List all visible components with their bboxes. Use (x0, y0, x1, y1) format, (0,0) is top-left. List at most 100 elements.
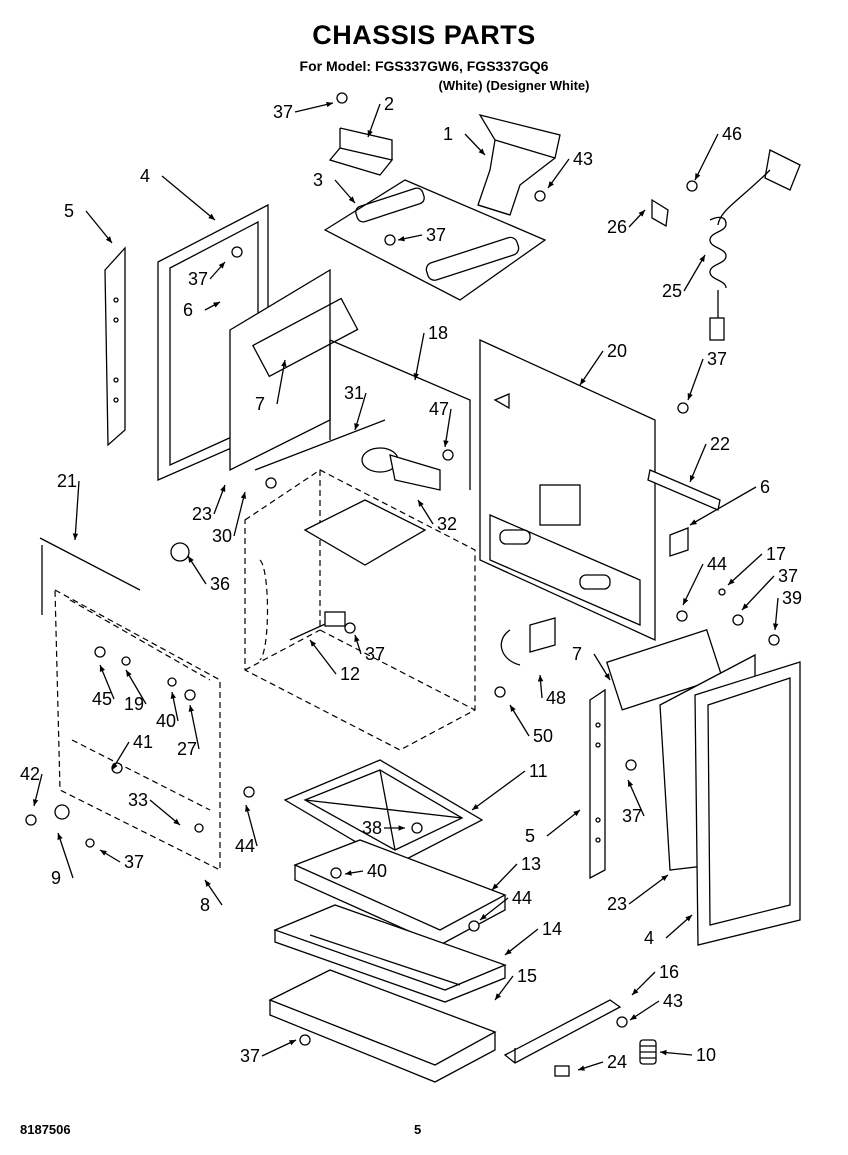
callout-number: 44 (707, 554, 727, 574)
leader-line (233, 491, 246, 537)
leader-line (57, 832, 74, 879)
leader-arrowhead (289, 1040, 296, 1046)
callout-number: 37 (365, 644, 385, 664)
leader-arrowhead (632, 988, 639, 995)
callout-number: 5 (525, 826, 535, 846)
callout-number: 37 (426, 225, 446, 245)
leader-arrowhead (345, 870, 352, 876)
callout-leader-lines (32, 101, 779, 1071)
leader-line (276, 359, 286, 405)
leader-arrowhead (604, 673, 610, 680)
callout-number: 37 (273, 102, 293, 122)
leader-arrowhead (354, 635, 360, 642)
part-bottom-panel (268, 969, 497, 1083)
leader-arrowhead (205, 880, 211, 887)
callout-number: 39 (782, 588, 802, 608)
part-leveling-rail (503, 999, 622, 1064)
leader-arrowhead (418, 500, 424, 507)
leader-line (471, 770, 526, 811)
callout-number: 37 (707, 349, 727, 369)
leader-arrowhead (354, 423, 360, 430)
part-clip (554, 1065, 570, 1077)
callout-number: 40 (156, 711, 176, 731)
callout-number: 11 (529, 761, 548, 781)
part-storage-drawer (273, 904, 507, 1003)
leader-line (189, 704, 200, 750)
callout-number: 16 (659, 962, 679, 982)
part-rear-rail (647, 469, 721, 511)
color-line: (White) (Designer White) (438, 78, 590, 93)
callout-number: 6 (183, 300, 193, 320)
callout-number: 43 (663, 991, 683, 1011)
leader-line (161, 175, 216, 221)
leader-line (689, 486, 757, 526)
callout-number: 20 (607, 341, 627, 361)
leader-line (687, 358, 704, 401)
leader-arrowhead (208, 213, 215, 220)
callout-number: 15 (517, 966, 537, 986)
callout-number: 7 (255, 394, 265, 414)
callout-number: 44 (235, 836, 255, 856)
part-front-frame (39, 537, 221, 871)
leader-arrowhead (240, 492, 247, 499)
part-oven-cavity (244, 469, 476, 751)
leader-line (628, 874, 669, 905)
leader-arrowhead (689, 475, 696, 482)
leader-arrowhead (281, 360, 287, 367)
callout-number: 2 (384, 94, 394, 114)
callout-number: 5 (64, 201, 74, 221)
callout-number: 10 (696, 1045, 716, 1065)
leader-arrowhead (367, 130, 373, 137)
callout-number: 4 (140, 166, 150, 186)
leader-arrowhead (170, 692, 176, 699)
callout-number: 26 (607, 217, 627, 237)
callout-number: 37 (124, 852, 144, 872)
callout-number: 23 (192, 504, 212, 524)
leader-arrowhead (661, 875, 668, 882)
document-number: 8187506 (20, 1122, 71, 1137)
callout-number: 43 (573, 149, 593, 169)
leader-arrowhead (495, 993, 502, 1000)
callout-number: 48 (546, 688, 566, 708)
callout-number: 38 (362, 818, 382, 838)
leader-arrowhead (99, 665, 105, 672)
leader-arrowhead (443, 440, 449, 447)
leader-arrowhead (492, 883, 499, 890)
leader-arrowhead (510, 705, 516, 712)
leader-arrowhead (398, 236, 405, 242)
leader-arrowhead (505, 948, 512, 955)
leader-arrowhead (413, 373, 419, 380)
leader-arrowhead (480, 913, 487, 920)
leader-line (689, 443, 707, 483)
callout-number: 3 (313, 170, 323, 190)
callout-number: 25 (662, 281, 682, 301)
leader-arrowhead (628, 780, 634, 787)
callout-number: 31 (344, 383, 364, 403)
callout-number: 32 (437, 514, 457, 534)
leader-arrowhead (57, 833, 63, 840)
callout-number: 9 (51, 868, 61, 888)
callout-number: 30 (212, 526, 232, 546)
leader-line (694, 133, 719, 181)
leader-line (245, 804, 258, 847)
leader-arrowhead (580, 378, 586, 385)
callout-number: 50 (533, 726, 553, 746)
leader-arrowhead (126, 670, 132, 677)
leader-arrowhead (630, 1014, 637, 1020)
leader-arrowhead (695, 173, 701, 180)
part-insulation-right (606, 629, 723, 711)
part-insulation-left (229, 268, 359, 472)
part-power-cord (651, 149, 801, 341)
leader-arrowhead (478, 148, 485, 155)
leader-arrowhead (638, 210, 645, 217)
callout-number: 37 (240, 1046, 260, 1066)
callout-number: 22 (710, 434, 730, 454)
callout-number: 1 (443, 124, 453, 144)
model-line: For Model: FGS337GW6, FGS337GQ6 (299, 58, 549, 74)
leader-arrowhead (32, 799, 39, 806)
callout-number: 33 (128, 790, 148, 810)
callout-number: 17 (766, 544, 786, 564)
callout-number: 44 (512, 888, 532, 908)
leader-arrowhead (687, 393, 693, 400)
part-oven-valve (254, 419, 441, 491)
